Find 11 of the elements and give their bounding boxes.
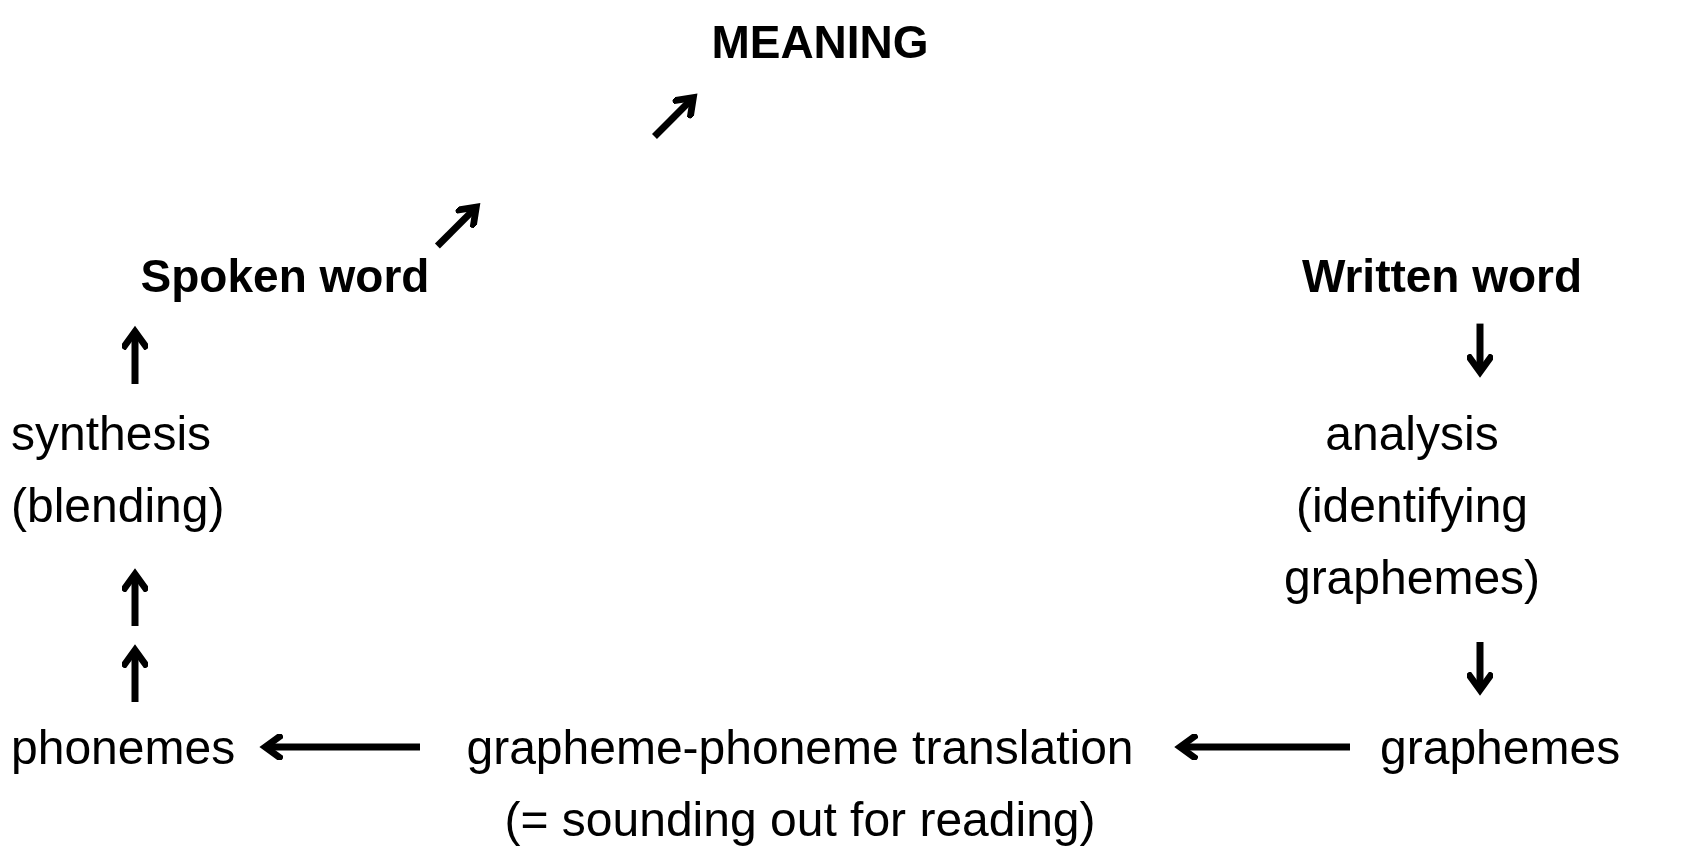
arrow [434, 203, 480, 249]
node-label: synthesis (blending) [11, 406, 226, 534]
arrow [1466, 323, 1494, 376]
node-label: grapheme-phoneme translation (= sounding out for reading) [465, 720, 1135, 848]
heading-label: MEANING [711, 15, 929, 70]
heading-label: Spoken word [140, 249, 430, 304]
node-label: graphemes [1380, 720, 1621, 776]
node-label: phonemes [11, 720, 236, 776]
heading-label: Written word [1301, 249, 1583, 304]
arrow [652, 94, 697, 139]
node-label: analysis (identifying graphemes) [1282, 406, 1542, 606]
